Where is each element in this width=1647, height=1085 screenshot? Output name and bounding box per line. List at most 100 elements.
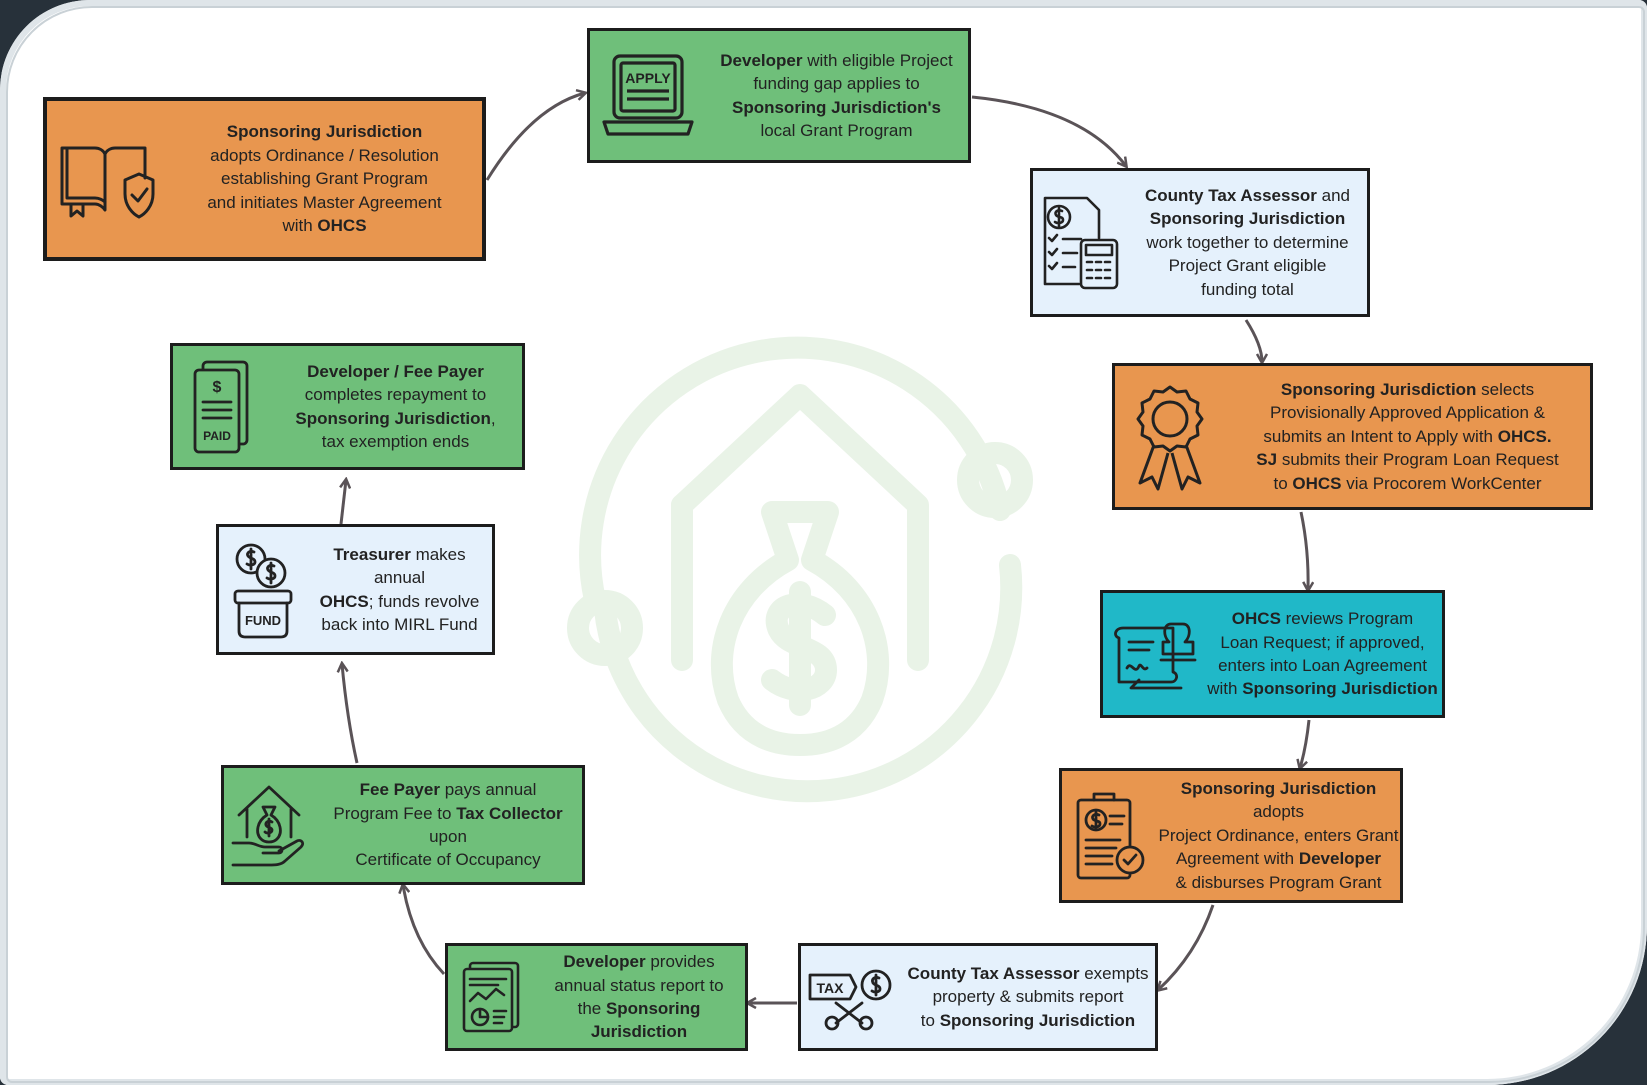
fund-label: FUND [245, 613, 281, 628]
step-line: Sponsoring Jurisdiction [167, 120, 482, 143]
step-line: back into MIRL Fund [307, 613, 492, 636]
arrow-1-2 [485, 93, 585, 181]
arrow-10-11 [341, 480, 346, 525]
step-line: County Tax Assessor and [1128, 184, 1367, 207]
step-line: to OHCS via Procorem WorkCenter [1225, 472, 1590, 495]
step-line: completes repayment to [269, 383, 522, 406]
step-text: Provisionally Approved Application & [1270, 403, 1545, 423]
arrow-6-7 [1158, 904, 1215, 990]
step-text-bold: County Tax Assessor [907, 963, 1080, 983]
step-text: property & submits report [932, 987, 1124, 1007]
step-line: & disburses Program Grant [1157, 871, 1400, 894]
step-1-box: Sponsoring Jurisdiction adopts Ordinance … [43, 97, 486, 261]
step-line: Sponsoring Jurisdiction, [269, 407, 522, 430]
step-line: Treasurer makes annual [307, 543, 492, 590]
arrow-4-5 [1299, 511, 1308, 590]
award-ribbon-icon [1115, 383, 1225, 491]
step-text: completes repayment to [304, 385, 487, 405]
stamp-document-icon [1103, 616, 1203, 692]
step-line: Project Ordinance, enters Grant [1157, 824, 1400, 847]
step-text-bold: Sponsoring Jurisdiction [1149, 209, 1346, 229]
step-line: funding gap applies to [705, 72, 968, 95]
step-text: Program Fee to [333, 803, 457, 823]
arrow-9-10 [342, 664, 359, 764]
step-text: makes annual [373, 544, 466, 588]
step-line: OHCS; funds revolve [307, 590, 492, 613]
step-text-bold: Fee Payer [359, 780, 440, 800]
step-text-bold: OHCS. [1497, 426, 1552, 446]
step-text: via Procorem WorkCenter [1341, 473, 1542, 493]
step-text: with eligible Project [802, 50, 953, 70]
dollar-label: $ [213, 379, 222, 396]
step-text: establishing Grant Program [221, 169, 428, 189]
step-line: Project Grant eligible [1128, 254, 1367, 277]
step-text: back into MIRL Fund [321, 614, 478, 634]
step-text: Agreement with [1175, 849, 1299, 869]
step-line: and initiates Master Agreement [167, 191, 482, 214]
step-text-bold: Sponsoring Jurisdiction [226, 122, 423, 142]
step-text: upon [429, 827, 467, 846]
step-text: exempts [1079, 963, 1149, 983]
fund-jar-coins-icon: FUND [219, 541, 307, 639]
step-text: with [1207, 679, 1243, 699]
step-text: provides [645, 952, 715, 972]
step-line: Agreement with Developer [1157, 847, 1400, 870]
step-text-bold: Tax Collector [456, 803, 563, 823]
step-2-text: Developer with eligible Project funding g… [705, 49, 968, 143]
step-line: to Sponsoring Jurisdiction [901, 1009, 1155, 1032]
step-text: Loan Request; if approved, [1220, 632, 1425, 652]
step-line: Program Fee to Tax Collector upon [314, 802, 582, 849]
step-text-bold: Sponsoring Jurisdiction [1280, 379, 1477, 399]
step-text-bold: Sponsoring Jurisdiction's [731, 97, 941, 117]
step-text: Project Ordinance, enters Grant [1158, 825, 1399, 845]
paid-label: PAID [203, 429, 231, 443]
step-line: property & submits report [901, 985, 1155, 1008]
step-line: Loan Request; if approved, [1203, 631, 1442, 654]
step-text: adopts Ordinance / Resolution [210, 145, 439, 165]
step-text-bold: Sponsoring Jurisdiction [590, 999, 701, 1042]
step-line: work together to determine [1128, 231, 1367, 254]
arrow-8-9 [403, 885, 446, 976]
tax-label: TAX [817, 980, 845, 996]
step-line: establishing Grant Program [167, 167, 482, 190]
step-line: Developer provides [533, 950, 745, 973]
step-text: to [920, 1010, 940, 1030]
step-line: enters into Loan Agreement [1203, 654, 1442, 677]
step-7-box: TAX County Tax Assessor exempts property … [798, 943, 1158, 1051]
step-line: Sponsoring Jurisdiction [1128, 207, 1367, 230]
step-text: funding gap applies to [753, 74, 920, 94]
step-text: local Grant Program [760, 120, 913, 140]
step-text-bold: Developer [1298, 849, 1382, 869]
step-line: Fee Payer pays annual [314, 778, 582, 801]
step-text-bold: Developer [720, 50, 803, 70]
step-text-bold: Sponsoring Jurisdiction [1242, 679, 1438, 699]
step-2-box: APPLY Developer with eligible Project fun… [587, 28, 971, 163]
step-text: and [1316, 185, 1351, 205]
step-text-bold: Sponsoring Jurisdiction [939, 1010, 1136, 1030]
tax-scissors-icon: TAX [801, 963, 901, 1031]
step-text: reviews Program [1280, 609, 1414, 629]
arrow-2-3 [971, 95, 1126, 166]
step-text-bold: OHCS [319, 591, 369, 611]
step-text: work together to determine [1146, 232, 1349, 252]
step-1-text: Sponsoring Jurisdiction adopts Ordinance … [167, 120, 482, 237]
step-text-bold: OHCS [1231, 609, 1281, 629]
step-text: the [577, 999, 606, 1018]
step-7-text: County Tax Assessor exempts property & su… [901, 962, 1155, 1032]
apply-label: APPLY [625, 70, 671, 86]
step-text: Project Grant eligible [1168, 256, 1327, 276]
step-line: funding total [1128, 278, 1367, 301]
step-text: & disburses Program Grant [1175, 872, 1382, 892]
